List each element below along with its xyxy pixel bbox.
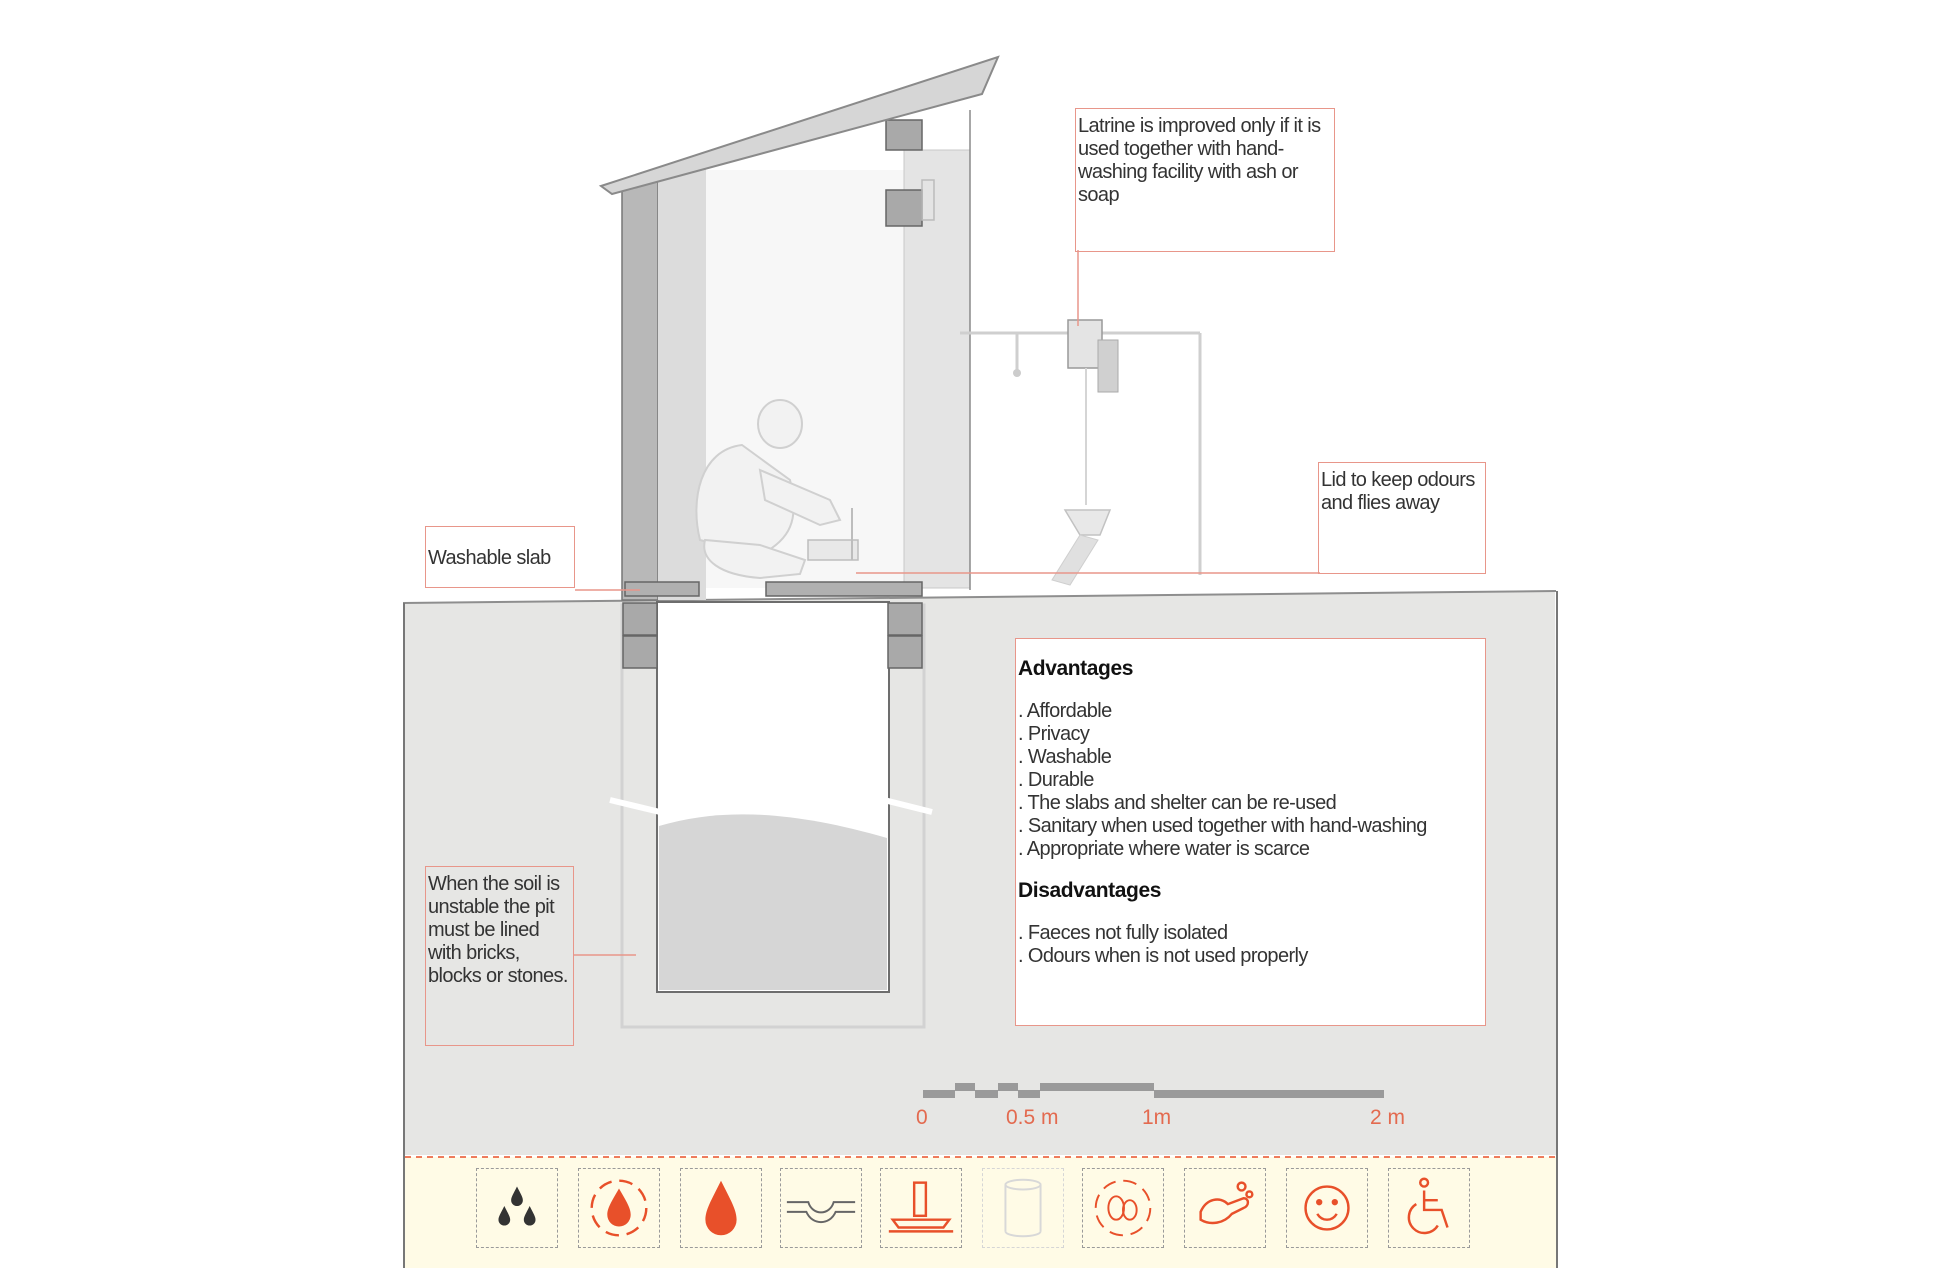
soap-container-shadow [1097, 339, 1119, 393]
advantages-list: . Affordable . Privacy . Washable . Dura… [1018, 700, 1483, 861]
smiley-face-icon [1286, 1168, 1368, 1248]
wheelchair-icon [1388, 1168, 1470, 1248]
advantages-panel: Advantages . Affordable . Privacy . Wash… [1015, 638, 1486, 1026]
list-item: . Faeces not fully isolated [1018, 922, 1228, 944]
disadvantages-list: . Faeces not fully isolated . Odours whe… [1018, 922, 1483, 968]
shelter-left-post [621, 179, 659, 601]
ground-line [402, 590, 1557, 604]
foundation-block-left-1 [622, 602, 658, 636]
water-drop-icon [680, 1168, 762, 1248]
list-item: . Appropriate where water is scarce [1018, 838, 1310, 860]
person-squatting [695, 399, 842, 580]
list-item: . Affordable [1018, 700, 1112, 722]
cylinder-container-icon [982, 1168, 1064, 1248]
vent-block-top [885, 119, 923, 151]
list-item: . The slabs and shelter can be re-used [1018, 792, 1337, 814]
roof [598, 55, 1000, 196]
handwashing-icon [1184, 1168, 1266, 1248]
list-item: . Sanitary when used together with hand-… [1018, 815, 1427, 837]
pit-crack-left [609, 797, 661, 815]
slab-pedestal-icon [880, 1168, 962, 1248]
callout-handwashing: Latrine is improved only if it is used t… [1075, 108, 1335, 252]
scale-bar [923, 1083, 1384, 1098]
tippy-tap-bucket [1063, 509, 1112, 536]
washable-slab-left [624, 581, 700, 597]
foundation-block-right-2 [887, 635, 923, 669]
foundation-block-right-1 [887, 602, 923, 636]
pit-contents [659, 814, 887, 990]
faeces-cycle-icon [1082, 1168, 1164, 1248]
water-cycle-icon [578, 1168, 660, 1248]
scale-label-2m: 2 m [1370, 1106, 1406, 1129]
scale-label-0: 0 [916, 1106, 928, 1129]
callout-pit-lining: When the soil is unstable the pit must b… [425, 866, 574, 1046]
callout-lid: Lid to keep odours and flies away [1318, 462, 1486, 574]
advantages-title: Advantages [1018, 657, 1134, 680]
tippy-tap-stand [1051, 534, 1099, 586]
disadvantages-title: Disadvantages [1018, 879, 1162, 902]
soap-container [1067, 319, 1103, 369]
toilet-pan [807, 539, 859, 561]
scale-label-half: 0.5 m [1006, 1106, 1059, 1129]
scale-label-1m: 1m [1142, 1106, 1172, 1129]
vent-block-mid [885, 189, 923, 227]
water-drops-icon [476, 1168, 558, 1248]
list-item: . Washable [1018, 746, 1112, 768]
callout-washable-slab: Washable slab [425, 526, 575, 588]
soil-surface-icon [780, 1168, 862, 1248]
list-item: . Durable [1018, 769, 1094, 791]
list-item: . Privacy [1018, 723, 1090, 745]
pit-crack-right [883, 797, 933, 815]
vent-pipe [921, 179, 935, 221]
list-item: . Odours when is not used properly [1018, 945, 1308, 967]
washable-slab-right [765, 581, 923, 597]
foundation-block-left-2 [622, 635, 658, 669]
soap-knob [1013, 369, 1021, 377]
